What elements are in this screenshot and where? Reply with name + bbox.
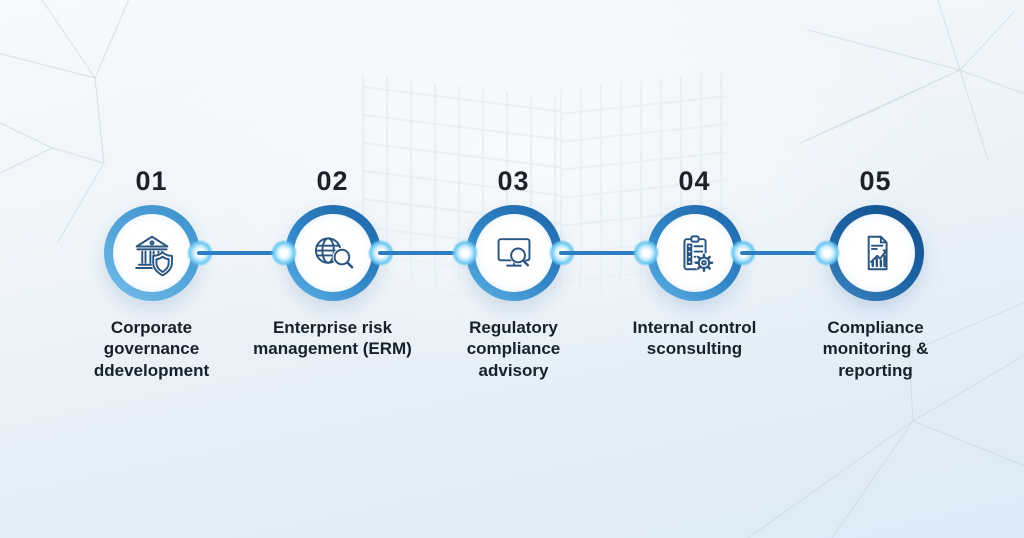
step-number: 03	[497, 166, 530, 196]
step-number: 02	[316, 166, 349, 196]
step-enterprise-risk: 02 Enterprise risk management (ERM)	[242, 166, 423, 381]
monitor-magnifier-icon	[497, 238, 530, 267]
step-circle	[465, 205, 562, 301]
clipboard-gear-icon	[682, 235, 714, 273]
process-steps: 01 Corporate governance ddevelopment	[61, 166, 966, 381]
step-label: Corporate governance ddevelopment	[93, 318, 210, 380]
step-number: 04	[678, 166, 711, 196]
step-label: Internal control sconsulting	[632, 318, 757, 359]
step-regulatory-compliance: 03 Regulatory compliance advisory	[423, 166, 604, 381]
step-number: 05	[859, 166, 892, 196]
step-number: 01	[135, 166, 168, 196]
step-circle	[284, 205, 381, 301]
globe-magnifier-icon	[314, 237, 353, 269]
step-label: Compliance monitoring & reporting	[822, 318, 929, 380]
step-circle	[827, 205, 924, 301]
step-corporate-governance: 01 Corporate governance ddevelopment	[61, 166, 242, 381]
step-label: Enterprise risk management (ERM)	[253, 318, 412, 359]
step-circle	[103, 205, 200, 301]
bank-shield-icon	[134, 235, 174, 277]
step-label: Regulatory compliance advisory	[466, 318, 561, 380]
step-compliance-monitoring: 05 Compliance monitoring & reporting	[785, 166, 966, 381]
document-chart-icon	[867, 235, 888, 271]
step-internal-control: 04	[604, 166, 785, 381]
step-circle	[646, 205, 743, 301]
